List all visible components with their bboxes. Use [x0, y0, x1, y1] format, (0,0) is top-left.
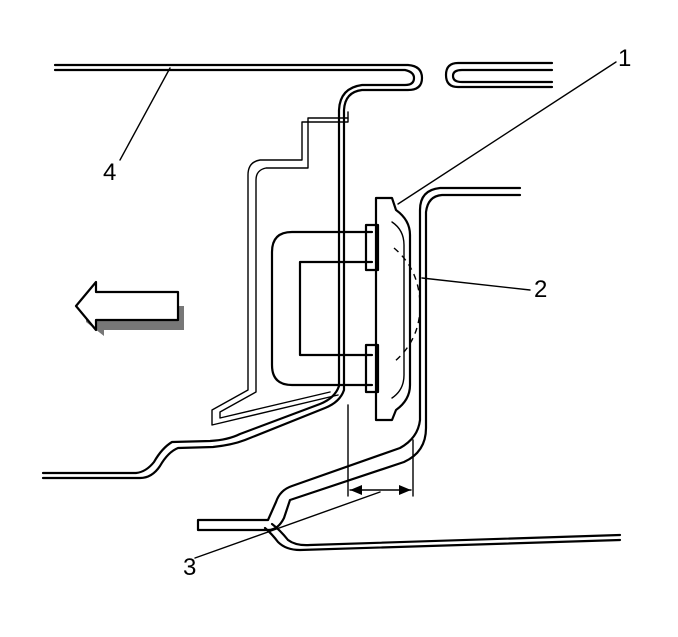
- leader-lines: [119, 61, 617, 559]
- mounting-bracket: [211, 111, 349, 426]
- lower-panel: [196, 186, 522, 532]
- upper-panel: [41, 63, 424, 480]
- callout-1: 1: [618, 45, 631, 72]
- callout-3: 3: [183, 554, 196, 581]
- arrow-left-icon: [74, 280, 184, 336]
- bottom-sill: [263, 522, 622, 552]
- dimension-marker: [347, 404, 414, 497]
- callout-2: 2: [534, 276, 547, 303]
- clip-retainer: [270, 196, 421, 422]
- callout-4: 4: [103, 159, 116, 186]
- upper-right-slot: [444, 61, 554, 89]
